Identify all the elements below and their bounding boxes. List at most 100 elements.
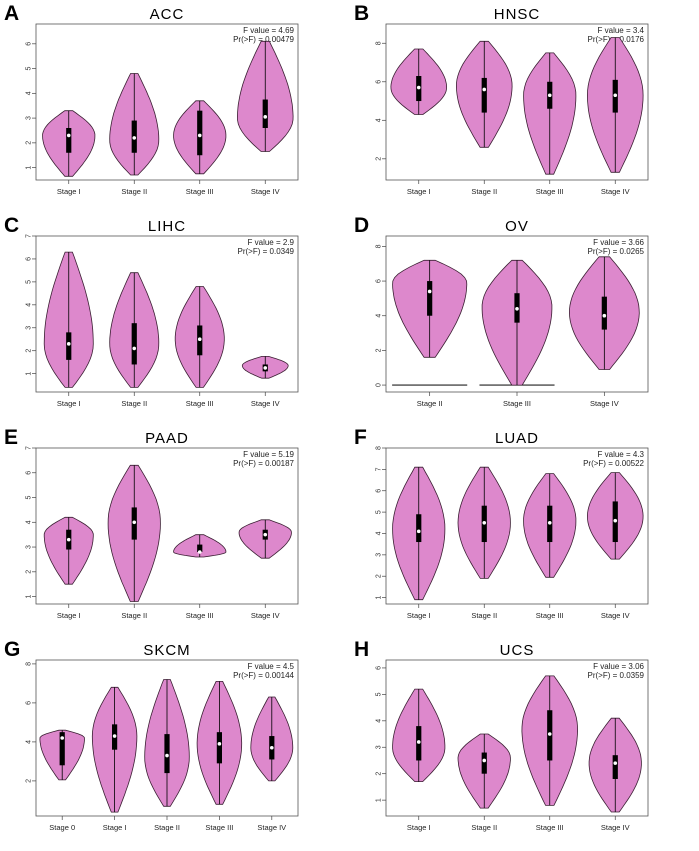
y-tick-label: 5 [26, 495, 33, 499]
stat-label: F value = 3.4 [598, 26, 645, 35]
y-tick-label: 4 [376, 719, 383, 723]
x-tick-label: Stage IV [251, 187, 280, 196]
stat-label: Pr(>F) = 0.00479 [233, 35, 294, 44]
iqr-box [197, 544, 203, 552]
violin-2 [91, 686, 138, 813]
iqr-box [262, 99, 268, 128]
x-tick-label: Stage IV [601, 823, 630, 832]
violin-2 [457, 466, 511, 579]
median-dot [270, 745, 274, 750]
chart-title: ACC [150, 6, 185, 23]
y-tick-label: 3 [26, 116, 33, 120]
x-tick-label: Stage III [186, 611, 214, 620]
y-tick-label: 2 [376, 157, 383, 161]
chart-title: UCS [500, 642, 535, 659]
violin-1 [392, 688, 446, 782]
median-dot [66, 537, 71, 542]
y-tick-label: 1 [376, 798, 383, 802]
violin-4 [236, 40, 294, 152]
median-dot [66, 133, 71, 138]
x-tick-label: Stage I [407, 611, 431, 620]
median-dot [416, 529, 421, 534]
median-dot [60, 736, 64, 740]
x-tick-label: Stage III [503, 399, 531, 408]
y-tick-label: 5 [26, 280, 33, 284]
violin-5 [250, 696, 294, 782]
median-dot [482, 758, 487, 763]
panel-letter: B [354, 2, 369, 25]
stat-label: F value = 4.3 [598, 450, 645, 459]
chart-title: SKCM [143, 642, 190, 659]
iqr-box [66, 332, 72, 360]
chart-title: LIHC [148, 218, 186, 235]
median-dot [547, 520, 552, 525]
median-dot [112, 734, 117, 738]
x-tick-label: Stage IV [601, 187, 630, 196]
panel-letter: G [4, 638, 20, 661]
violin-2 [479, 259, 555, 386]
median-dot [547, 93, 552, 98]
y-tick-label: 6 [26, 701, 33, 705]
violin-4 [241, 356, 289, 379]
panel-letter: E [4, 426, 18, 449]
y-tick-label: 7 [26, 234, 33, 238]
median-dot [613, 93, 618, 98]
stat-label: F value = 3.66 [593, 238, 644, 247]
violin-2 [109, 272, 160, 388]
x-tick-label: Stage IV [251, 611, 280, 620]
y-tick-label: 2 [26, 141, 33, 145]
y-tick-label: 8 [26, 662, 33, 666]
y-tick-label: 1 [26, 372, 33, 376]
y-tick-label: 6 [376, 80, 383, 84]
iqr-box [59, 732, 65, 766]
violin-4 [238, 519, 292, 559]
median-dot [482, 520, 487, 525]
iqr-box [164, 734, 170, 774]
violin-1 [390, 48, 448, 115]
y-tick-label: 1 [26, 595, 33, 599]
x-tick-label: Stage IV [257, 823, 286, 832]
y-tick-label: 4 [376, 118, 383, 122]
median-dot [515, 307, 519, 311]
stat-label: F value = 2.9 [248, 238, 295, 247]
median-dot [482, 87, 487, 92]
median-dot [132, 520, 137, 525]
y-tick-label: 7 [376, 467, 383, 471]
x-tick-label: Stage IV [590, 399, 619, 408]
x-tick-label: Stage III [536, 187, 564, 196]
plot-frame [35, 447, 299, 605]
median-dot [197, 337, 202, 342]
x-tick-label: Stage III [186, 187, 214, 196]
x-tick-label: Stage II [471, 823, 497, 832]
stat-label: Pr(>F) = 0.0349 [238, 247, 295, 256]
y-tick-label: 6 [376, 279, 383, 283]
y-tick-label: 8 [376, 244, 383, 248]
x-tick-label: Stage III [536, 823, 564, 832]
y-tick-label: 4 [26, 740, 33, 744]
y-tick-label: 2 [376, 772, 383, 776]
iqr-box [601, 296, 607, 330]
y-tick-label: 5 [376, 510, 383, 514]
iqr-box [66, 128, 72, 153]
stat-label: F value = 3.06 [593, 662, 644, 671]
x-tick-label: Stage I [407, 187, 431, 196]
y-tick-label: 3 [376, 553, 383, 557]
violin-1 [392, 259, 468, 386]
panel-letter: H [354, 638, 369, 661]
y-tick-label: 4 [26, 520, 33, 524]
median-dot [427, 289, 432, 294]
violin-3 [173, 534, 227, 558]
x-tick-label: Stage I [103, 823, 127, 832]
x-tick-label: Stage III [186, 399, 214, 408]
stat-label: Pr(>F) = 0.00522 [583, 459, 644, 468]
violin-2 [457, 733, 511, 809]
y-tick-label: 6 [26, 471, 33, 475]
violin-3 [174, 286, 225, 388]
chart-title: PAAD [145, 430, 189, 447]
